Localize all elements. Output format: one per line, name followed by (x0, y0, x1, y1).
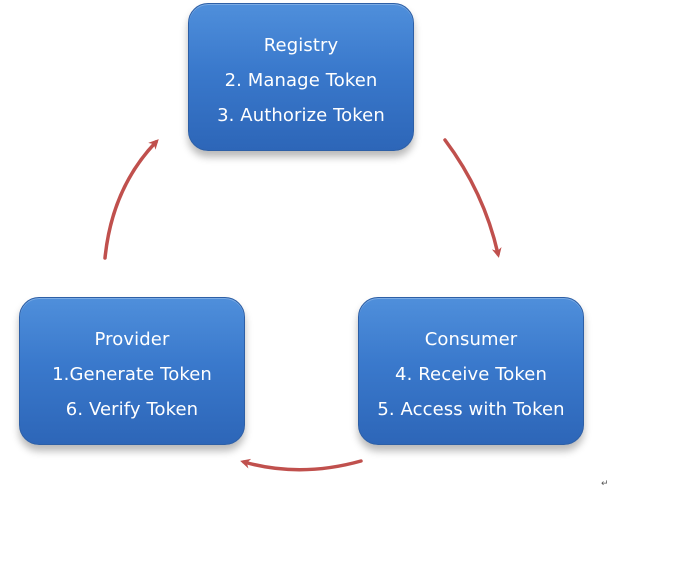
provider-step-generate: 1.Generate Token (52, 364, 212, 385)
consumer-step-access: 5. Access with Token (377, 399, 565, 420)
consumer-node: Consumer 4. Receive Token 5. Access with… (358, 297, 584, 445)
return-mark-icon: ↵ (601, 479, 609, 489)
arrow-consumer-to-provider (240, 458, 363, 472)
registry-node: Registry 2. Manage Token 3. Authorize To… (188, 3, 414, 151)
consumer-step-receive: 4. Receive Token (395, 364, 547, 385)
provider-title: Provider (94, 329, 170, 350)
arrow-registry-to-consumer (443, 138, 502, 258)
consumer-title: Consumer (424, 329, 518, 350)
registry-step-authorize: 3. Authorize Token (217, 105, 385, 126)
provider-step-verify: 6. Verify Token (65, 399, 199, 420)
registry-step-manage: 2. Manage Token (224, 70, 378, 91)
provider-node: Provider 1.Generate Token 6. Verify Toke… (19, 297, 245, 445)
arrow-provider-to-registry (103, 139, 159, 260)
registry-title: Registry (263, 35, 339, 56)
